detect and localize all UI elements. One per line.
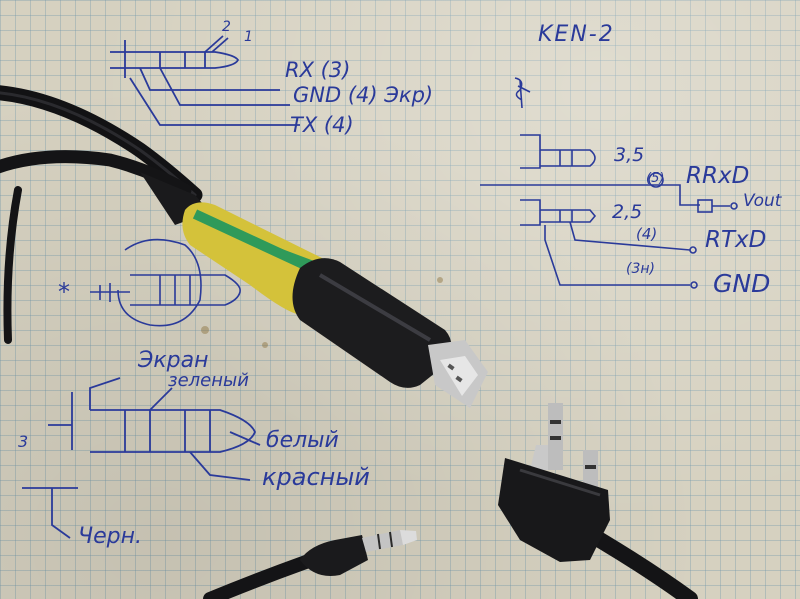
note-title: KEN-2 [538, 22, 615, 47]
note-tx: TX (4) [290, 113, 354, 137]
note-bely: белый [266, 428, 339, 453]
note-cherny: Черн. [78, 524, 142, 549]
note-circle-5: (5) [646, 171, 665, 186]
bottom-left-plug-sketch [22, 377, 261, 539]
note-rx: RX (3) [285, 58, 351, 82]
note-star: * [58, 278, 70, 306]
note-plug-35: 3,5 [614, 144, 645, 166]
paper-stains [201, 277, 443, 348]
note-ekran: Экран [138, 348, 209, 373]
top-left-jack-sketch [110, 35, 300, 126]
note-rrxd: RRxD [686, 163, 750, 189]
usb-adapter [140, 172, 488, 408]
middle-left-connector-sketch [90, 238, 241, 327]
note-krasny: красный [262, 463, 370, 491]
note-gnd-right: GND [713, 269, 771, 298]
note-pin-1: 1 [244, 29, 253, 45]
note-zeleny: зеленый [168, 370, 249, 391]
note-circle-4: (4) [636, 225, 658, 243]
note-rtxd: RTxD [705, 227, 767, 253]
note-circle-3: (3н) [626, 261, 655, 277]
note-vout: Vout [743, 191, 782, 211]
kenwood-2pin-plug [498, 403, 610, 562]
note-pin-2: 2 [222, 19, 231, 35]
note-plug-25: 2,5 [612, 201, 643, 223]
right-circuit-sketch [480, 77, 738, 289]
note-num-3: 3 [18, 432, 29, 451]
note-gnd: GND (4) Экр) [293, 83, 434, 107]
trrs-jack [300, 530, 417, 576]
